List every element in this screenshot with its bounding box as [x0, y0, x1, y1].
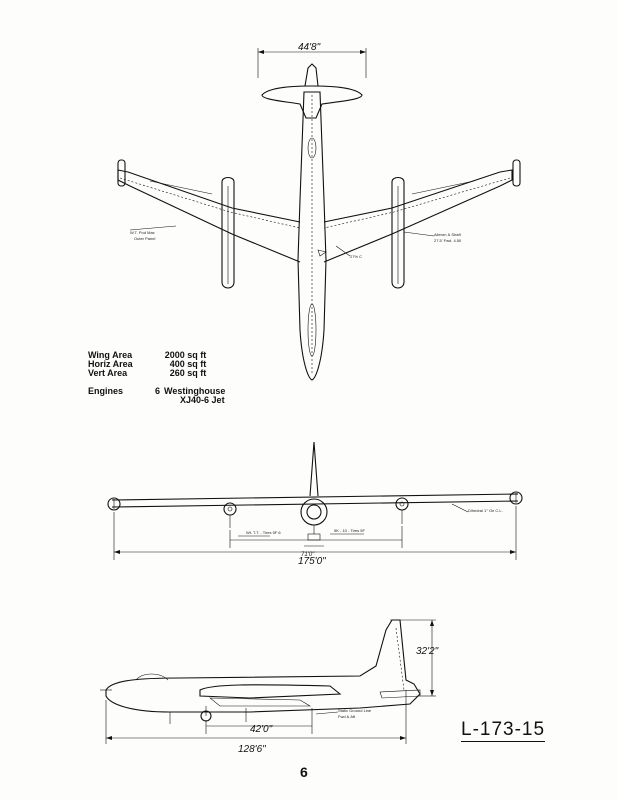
spec-row: Vert Area 260 sq ft	[88, 369, 210, 378]
tread-dimension: 71'0"	[301, 552, 315, 558]
spec-label: Horiz Area	[88, 359, 133, 369]
wheelbase-dimension: 42'0"	[250, 724, 273, 735]
svg-text:Fwd & Aft: Fwd & Aft	[338, 714, 356, 719]
side-view: 32'2" 42'0" 128'6" Static Ground Line Fw…	[100, 619, 439, 755]
engines-row: Engines 6 Westinghouse	[88, 387, 229, 396]
svg-text:5K - 10 - Tires 5F: 5K - 10 - Tires 5F	[334, 528, 365, 533]
svg-text:27.5' Fwd. 4.50: 27.5' Fwd. 4.50	[434, 238, 462, 243]
plan-view: 44'8" W.T. Pod Max Outer Panel Ai	[117, 42, 521, 381]
specifications-block: Wing Area 2000 sq ft Horiz Area 400 sq f…	[88, 351, 229, 405]
svg-text:Outer Panel: Outer Panel	[134, 236, 155, 241]
spec-row: Horiz Area 400 sq ft	[88, 360, 210, 369]
spec-label: Vert Area	[88, 368, 128, 378]
svg-text:27% C: 27% C	[350, 254, 362, 259]
engines-make: Westinghouse	[164, 386, 226, 396]
spec-value: 400 sq ft	[169, 359, 207, 369]
svg-text:W.T. Pod Max: W.T. Pod Max	[130, 230, 155, 235]
spec-label: Wing Area	[88, 350, 133, 360]
drawing-number: L-173-15	[461, 719, 546, 742]
length-dimension: 128'6"	[238, 744, 266, 755]
svg-text:Aileron & Shaft: Aileron & Shaft	[434, 232, 462, 237]
tail-height-dimension: 32'2"	[416, 646, 439, 657]
spec-value: 2000 sq ft	[164, 350, 207, 360]
svg-text:Dihedral 1° On C.L.: Dihedral 1° On C.L.	[468, 508, 503, 513]
wing-span-dimension: 175'0"	[298, 556, 326, 567]
engines-row: XJ40-6 Jet	[88, 396, 229, 405]
tail-span-dimension: 44'8"	[298, 42, 321, 53]
page-number: 6	[300, 764, 308, 780]
svg-text:Wt. T.T. - Tires 5F 6: Wt. T.T. - Tires 5F 6	[246, 530, 281, 535]
front-view: 71'0" 175'0" Wt. T.T. - Tires 5F 6 5K - …	[107, 441, 523, 567]
spec-row: Wing Area 2000 sq ft	[88, 351, 210, 360]
engines-label: Engines	[88, 386, 124, 396]
svg-text:Static Ground Line: Static Ground Line	[338, 708, 372, 713]
engines-model: XJ40-6 Jet	[180, 395, 225, 405]
spec-value: 260 sq ft	[169, 368, 207, 378]
engines-count: 6	[155, 386, 161, 396]
